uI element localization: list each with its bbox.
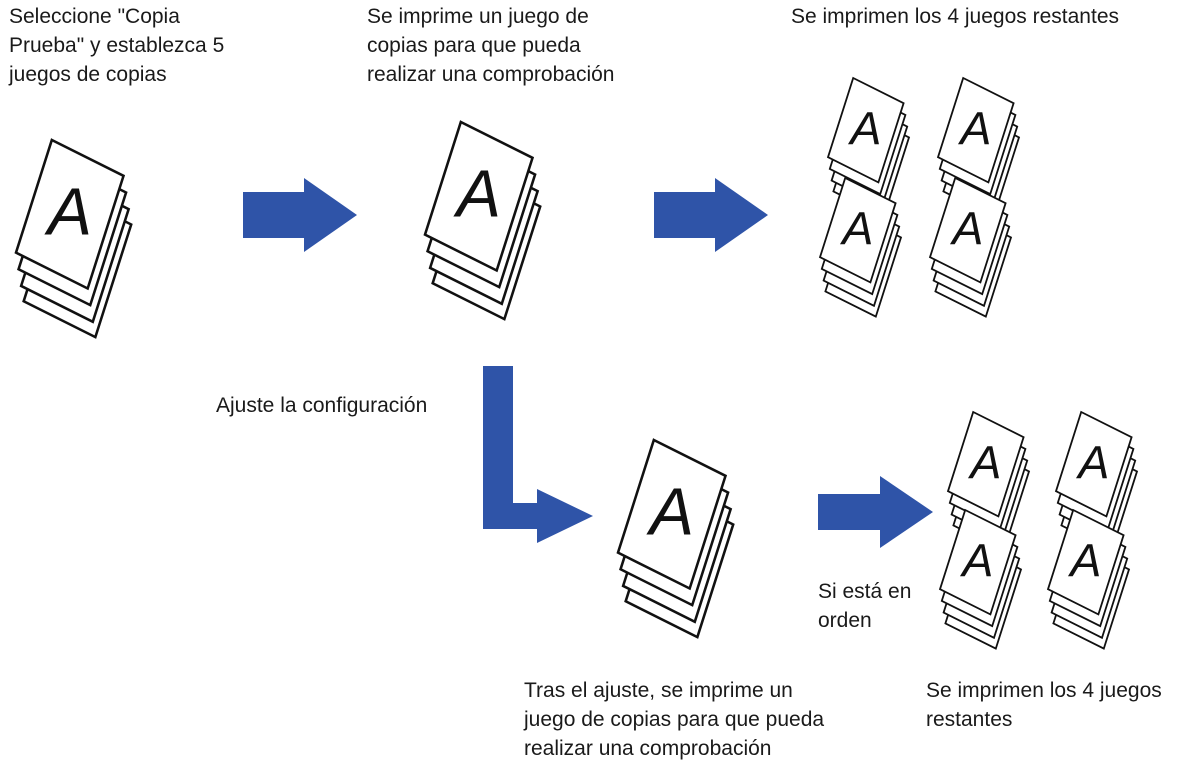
sheet-letter-a: A bbox=[1075, 437, 1109, 489]
sheet-letter-a: A bbox=[453, 158, 501, 232]
step-after-adjust-text: Tras el ajuste, se imprime un juego de c… bbox=[524, 679, 825, 760]
paper-sheet-front bbox=[1046, 508, 1125, 616]
paper-sheet-front bbox=[928, 176, 1007, 284]
paper-sheet-front bbox=[423, 120, 535, 273]
sheet-letter-a: A bbox=[44, 176, 92, 250]
stack-remaining-3: A bbox=[818, 176, 903, 318]
sheet-letter-a: A bbox=[967, 437, 1001, 489]
step-select-proof-text: Seleccione "Copia Prueba" y establezca 5… bbox=[9, 5, 225, 86]
stack-remaining-4: A bbox=[928, 176, 1013, 318]
step-one-set-printed-text: Se imprime un juego de copias para que p… bbox=[367, 5, 615, 86]
step-remaining-sets-bottom-text: Se imprimen los 4 juegos restantes bbox=[926, 679, 1162, 731]
sheet-letter-a: A bbox=[949, 203, 983, 255]
stack-original: A bbox=[14, 138, 133, 339]
sheet-letter-a: A bbox=[847, 103, 881, 155]
step-adjust-settings-text: Ajuste la configuración bbox=[216, 394, 428, 417]
stack-final-4: A bbox=[1046, 508, 1131, 650]
adjust-elbow-arrow-icon bbox=[483, 366, 593, 543]
paper-sheet-front bbox=[1054, 410, 1133, 518]
sheet-letter-a: A bbox=[646, 476, 694, 550]
arrow-if-ok-icon bbox=[818, 476, 933, 548]
sheet-letter-a: A bbox=[957, 103, 991, 155]
paper-sheet-front bbox=[14, 138, 126, 291]
paper-sheet-front bbox=[616, 438, 728, 591]
stack-adjusted-proof: A bbox=[616, 438, 735, 639]
paper-sheet-front bbox=[936, 76, 1015, 184]
stack-proof-set: A bbox=[423, 120, 542, 321]
stack-final-3: A bbox=[938, 508, 1023, 650]
sheet-letter-a: A bbox=[959, 535, 993, 587]
paper-sheet-front bbox=[826, 76, 905, 184]
paper-sheet-front bbox=[818, 176, 897, 284]
arrow-to-remaining-icon bbox=[654, 178, 768, 252]
paper-sheet-front bbox=[938, 508, 1017, 616]
step-if-ok-text: Si está en orden bbox=[818, 580, 912, 632]
stack-remaining-1: A bbox=[826, 76, 911, 218]
step-remaining-sets-top-text: Se imprimen los 4 juegos restantes bbox=[791, 5, 1119, 28]
sheet-letter-a: A bbox=[839, 203, 873, 255]
arrow-to-proof-icon bbox=[243, 178, 357, 252]
paper-sheet-front bbox=[946, 410, 1025, 518]
sheet-letter-a: A bbox=[1067, 535, 1101, 587]
